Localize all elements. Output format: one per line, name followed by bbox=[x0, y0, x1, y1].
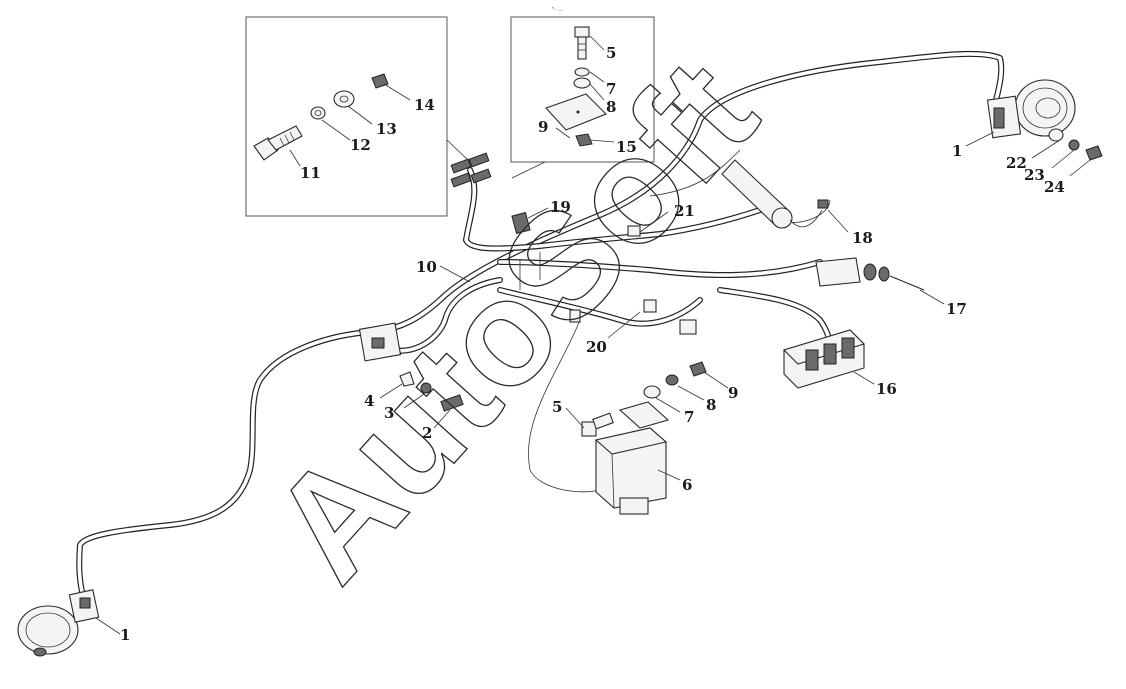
wiring-harness bbox=[76, 50, 1005, 608]
connector-17-icon bbox=[815, 257, 925, 291]
callout-5: 5 bbox=[552, 398, 562, 416]
bolt-5-inset-icon bbox=[574, 26, 590, 60]
nut-14-icon bbox=[371, 73, 389, 89]
callout-22: 22 bbox=[1006, 154, 1027, 172]
callout-5: 5 bbox=[606, 44, 616, 62]
clip-21-icon bbox=[627, 225, 641, 237]
horn-18-icon bbox=[721, 159, 829, 229]
switch-panel-icon bbox=[782, 329, 866, 389]
relay-assembly-icon bbox=[581, 361, 707, 515]
callout-12: 12 bbox=[350, 136, 371, 154]
callout-19: 19 bbox=[550, 198, 571, 216]
washer-8-inset-icon bbox=[573, 77, 591, 89]
washer-3-icon bbox=[420, 382, 432, 394]
washer-7-inset-icon bbox=[574, 67, 590, 77]
fuse-2-icon bbox=[440, 394, 464, 412]
callout-9: 9 bbox=[538, 118, 548, 136]
bracket-15-icon bbox=[545, 93, 607, 131]
inset-caption: "- ... bbox=[552, 7, 563, 13]
callout-8: 8 bbox=[706, 396, 716, 414]
callout-21: 21 bbox=[674, 202, 695, 220]
callout-18: 18 bbox=[852, 229, 873, 247]
bolt-11-icon bbox=[253, 125, 303, 161]
lamp-right-icon bbox=[986, 79, 1103, 161]
callout-20: 20 bbox=[586, 338, 607, 356]
washer-22-icon bbox=[1048, 128, 1064, 142]
nut-9-inset-icon bbox=[575, 133, 593, 147]
washer-7-icon bbox=[643, 385, 661, 399]
callout-7: 7 bbox=[606, 80, 616, 98]
leader-lines bbox=[95, 131, 1091, 635]
callout-17: 17 bbox=[946, 300, 967, 318]
fuse-holder-icon bbox=[358, 322, 464, 412]
callout-1: 1 bbox=[120, 626, 130, 644]
callout-10: 10 bbox=[416, 258, 437, 276]
plate-4-icon bbox=[399, 371, 415, 387]
washer-8-icon bbox=[665, 374, 679, 386]
inset-box-right bbox=[510, 16, 655, 179]
connector-20-icon bbox=[569, 299, 697, 335]
callout-1: 1 bbox=[952, 142, 962, 160]
clip-19-icon bbox=[511, 211, 531, 235]
bolt-5-icon bbox=[581, 421, 597, 437]
callout-3: 3 bbox=[384, 404, 394, 422]
connector-group-top bbox=[450, 152, 492, 188]
callout-labels: "- ... 1 1 2 3 4 5 5 6 7 7 8 8 9 9 10 11… bbox=[120, 7, 1065, 644]
washer-23-icon bbox=[1068, 139, 1080, 151]
callout-15: 15 bbox=[616, 138, 637, 156]
callout-13: 13 bbox=[376, 120, 397, 138]
nut-9-icon bbox=[689, 361, 707, 377]
callout-16: 16 bbox=[876, 380, 897, 398]
callout-2: 2 bbox=[422, 424, 432, 442]
callout-24: 24 bbox=[1044, 178, 1065, 196]
callout-11: 11 bbox=[300, 164, 321, 182]
nut-24-icon bbox=[1085, 145, 1103, 161]
relay-bracket-icon bbox=[618, 401, 670, 429]
washer-12-icon bbox=[310, 106, 326, 120]
callout-9: 9 bbox=[728, 384, 738, 402]
callout-8: 8 bbox=[606, 98, 616, 116]
washer-13-icon bbox=[333, 90, 355, 108]
callout-7: 7 bbox=[684, 408, 694, 426]
callout-14: 14 bbox=[414, 96, 435, 114]
inset-box-left bbox=[245, 16, 471, 217]
lamp-left-icon bbox=[17, 589, 100, 657]
callout-4: 4 bbox=[364, 392, 374, 410]
callout-23: 23 bbox=[1024, 166, 1045, 184]
callout-6: 6 bbox=[682, 476, 692, 494]
